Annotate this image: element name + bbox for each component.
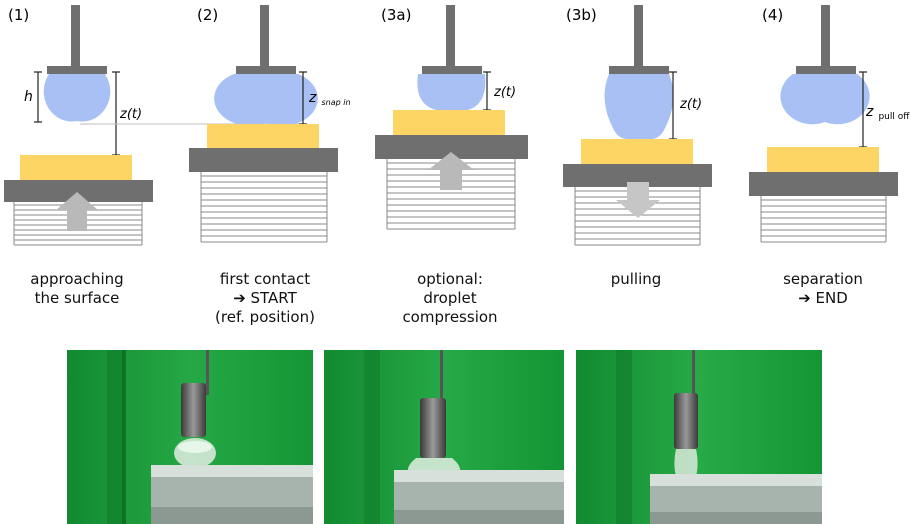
needle-holder (422, 66, 482, 74)
droplet (604, 74, 674, 139)
stage-plate (563, 164, 712, 187)
stage-plate (4, 180, 153, 202)
needle (71, 5, 80, 67)
stage-stack (760, 196, 887, 243)
caption-line: ➔ END (798, 289, 848, 307)
caption-line: pulling (610, 270, 662, 288)
caption-stage-4: separation ➔ END (748, 270, 898, 308)
stage-label: (3b) (566, 6, 597, 24)
z-label: z(t) (119, 107, 142, 122)
z-pulloff-label: z pull off (865, 101, 910, 122)
needle-holder (236, 66, 296, 74)
caption-line: the surface (34, 289, 120, 307)
stage-label: (4) (762, 6, 783, 24)
caption-stage-2: first contact ➔ START (ref. position) (190, 270, 340, 327)
photo-approach (67, 350, 313, 524)
needle (446, 5, 455, 67)
photo-compression (324, 350, 564, 524)
photo-pulling (576, 350, 822, 524)
caption-line: optional: (417, 270, 483, 288)
caption-line: first contact (219, 270, 311, 288)
stage-plate (189, 148, 338, 172)
caption-line: droplet (423, 289, 477, 307)
droplet-photo (674, 449, 698, 482)
substrate (581, 139, 693, 164)
caption-stage-1: approaching the surface (2, 270, 152, 308)
down-arrow (616, 182, 660, 218)
z-subscript: snap in (321, 98, 350, 107)
stage-3a: (3a) z(t) (375, 5, 528, 230)
up-arrow (56, 192, 98, 231)
substrate (20, 155, 132, 180)
up-arrow (428, 152, 474, 190)
caption-stage-3b: pulling (561, 270, 711, 289)
stage-stack (200, 172, 328, 243)
droplet (214, 74, 318, 126)
needle (821, 5, 830, 67)
z-label: z(t) (493, 85, 516, 100)
stage-label: (1) (8, 6, 29, 24)
z-subscript: pull off (878, 112, 910, 122)
droplet (780, 74, 870, 125)
caption-line: compression (402, 308, 498, 326)
caption-line: ➔ START (233, 289, 297, 307)
h-label: h (24, 89, 33, 105)
z-snap-label: z snap in (308, 87, 351, 107)
substrate (207, 124, 319, 148)
stage-plate (749, 172, 898, 196)
needle (634, 5, 643, 67)
stage-3b: (3b) z(t) (563, 5, 712, 246)
caption-line: (ref. position) (215, 308, 315, 326)
caption-stage-3a: optional: droplet compression (375, 270, 525, 327)
stage-1: (1) h z(t) (4, 5, 305, 246)
caption-line: separation (783, 270, 863, 288)
droplet (417, 74, 486, 110)
substrate (767, 147, 879, 172)
stage-diagram: (1) h z(t) (2) (4, 5, 910, 246)
needle-holder (796, 66, 856, 74)
stage-label: (2) (197, 6, 218, 24)
needle (260, 5, 269, 67)
needle-holder (47, 66, 107, 74)
caption-line: approaching (30, 270, 124, 288)
substrate (393, 110, 505, 135)
droplet (43, 74, 111, 122)
stage-2: (2) z snap in (189, 5, 351, 243)
needle-holder (609, 66, 669, 74)
z-label: z(t) (679, 97, 702, 112)
stage-label: (3a) (381, 6, 411, 24)
z-symbol: z (865, 104, 874, 120)
z-symbol: z (308, 90, 317, 106)
stage-4: (4) z pull off (749, 5, 910, 243)
